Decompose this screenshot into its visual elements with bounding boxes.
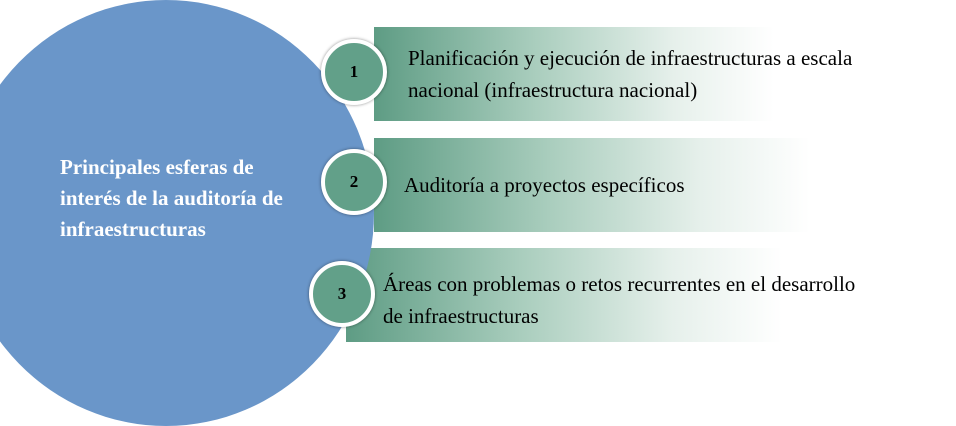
item-number-1: 1 — [321, 39, 387, 105]
item-text-1-line1: Planificación y ejecución de infraestruc… — [408, 46, 853, 70]
main-circle-shape — [0, 0, 374, 426]
item-text-1-line2: nacional (infraestructura nacional) — [408, 78, 698, 102]
item-number-3: 3 — [309, 261, 375, 327]
item-text-2: Auditoría a proyectos específicos — [404, 169, 685, 201]
item-band-2: Auditoría a proyectos específicos — [374, 138, 810, 232]
item-text-3: Áreas con problemas o retos recurrentes … — [383, 268, 855, 332]
item-number-2: 2 — [321, 149, 387, 215]
item-text-1: Planificación y ejecución de infraestruc… — [408, 42, 852, 106]
item-text-3-line2: de infraestructuras — [383, 304, 539, 328]
item-text-2-line1: Auditoría a proyectos específicos — [404, 173, 685, 197]
item-band-1: Planificación y ejecución de infraestruc… — [374, 27, 852, 121]
main-topic-circle: Principales esferas de interés de la aud… — [0, 0, 374, 426]
item-text-3-line1: Áreas con problemas o retos recurrentes … — [383, 272, 856, 296]
main-topic-title: Principales esferas de interés de la aud… — [60, 155, 283, 241]
item-band-3: Áreas con problemas o retos recurrentes … — [346, 248, 855, 342]
